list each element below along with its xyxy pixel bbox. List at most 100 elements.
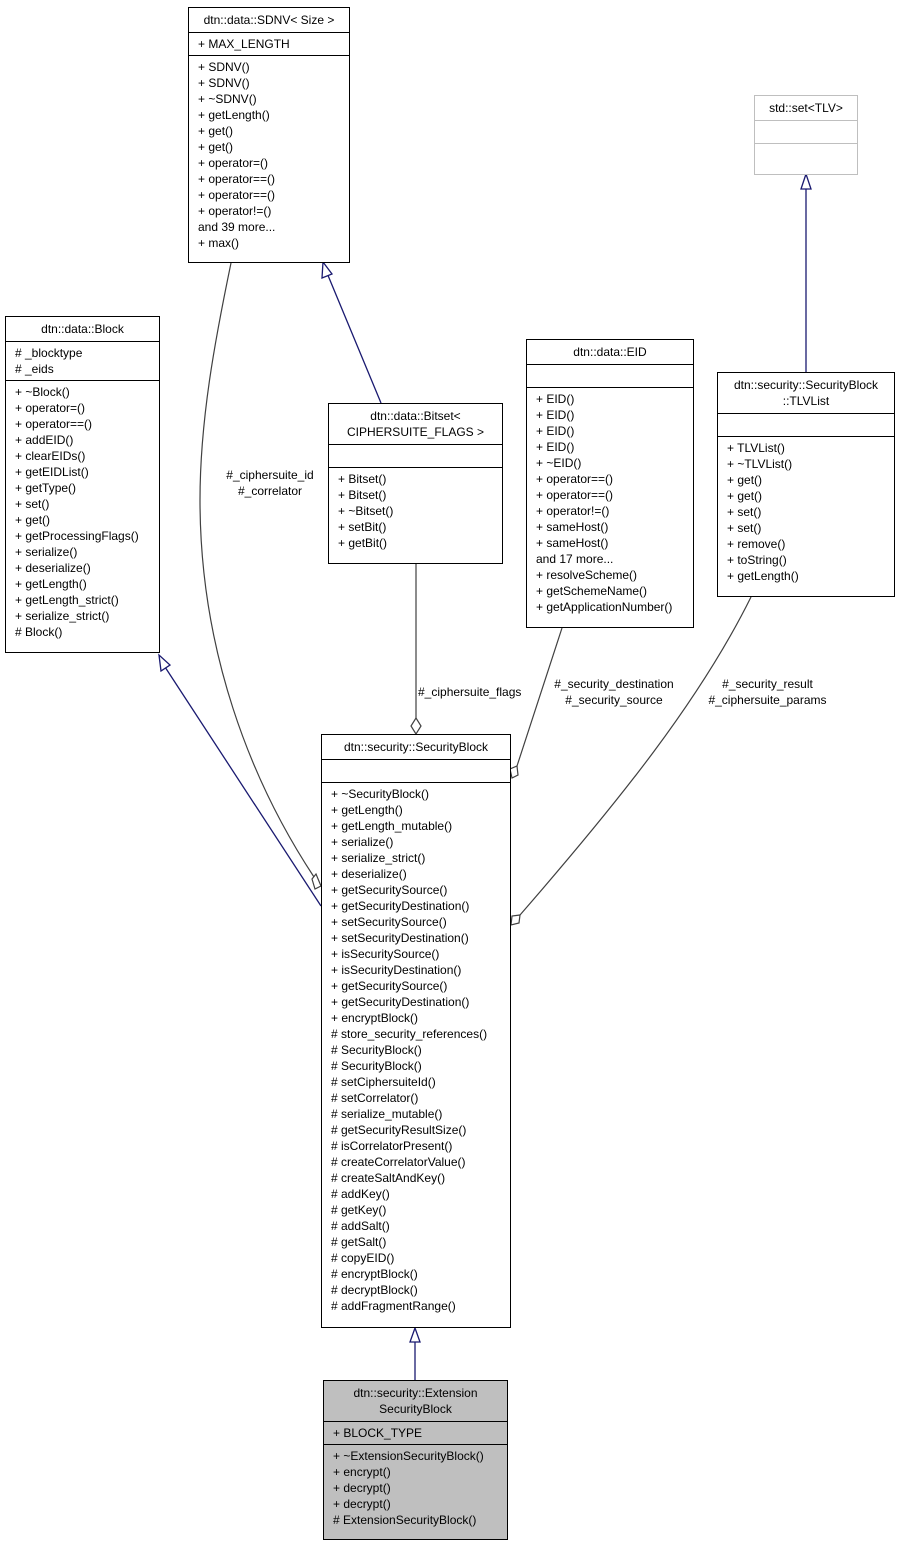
class-member[interactable]: # getSalt()	[331, 1235, 387, 1249]
class-member[interactable]: # addKey()	[331, 1187, 390, 1201]
class-member[interactable]: + operator!=()	[536, 504, 610, 518]
class-member[interactable]: + resolveScheme()	[536, 568, 638, 582]
class-member[interactable]: # _blocktype	[15, 346, 83, 360]
class-member[interactable]: # SecurityBlock()	[331, 1043, 422, 1057]
class-member[interactable]: # setCiphersuiteId()	[331, 1075, 436, 1089]
class-member[interactable]: + operator=()	[15, 401, 86, 415]
class-member[interactable]: # _eids	[15, 362, 54, 376]
class-member[interactable]: + SDNV()	[198, 76, 250, 90]
class-member[interactable]: + get()	[198, 124, 234, 138]
class-member[interactable]: # copyEID()	[331, 1251, 395, 1265]
class-member[interactable]: + deserialize()	[331, 867, 407, 881]
class-box-block[interactable]: dtn::data::Block # _blocktype# _eids + ~…	[5, 316, 160, 653]
class-member[interactable]: + encryptBlock()	[331, 1011, 419, 1025]
class-member[interactable]: + get()	[198, 140, 234, 154]
class-member[interactable]: + Bitset()	[338, 488, 387, 502]
class-member[interactable]: + getSecurityDestination()	[331, 995, 470, 1009]
class-member[interactable]: + remove()	[727, 537, 786, 551]
class-member[interactable]: + getLength()	[331, 803, 403, 817]
class-member[interactable]: + getLength_strict()	[15, 593, 119, 607]
class-box-sdnv[interactable]: dtn::data::SDNV< Size > + MAX_LENGTH + S…	[188, 7, 350, 263]
class-member[interactable]: + decrypt()	[333, 1497, 391, 1511]
class-member[interactable]: # decryptBlock()	[331, 1283, 418, 1297]
class-member[interactable]: + MAX_LENGTH	[198, 37, 290, 51]
class-member[interactable]: # serialize_mutable()	[331, 1107, 443, 1121]
class-member[interactable]: and 39 more...	[198, 220, 276, 234]
class-member[interactable]: + getSecurityDestination()	[331, 899, 470, 913]
class-member[interactable]: + SDNV()	[198, 60, 250, 74]
class-member[interactable]: + serialize()	[331, 835, 394, 849]
class-member[interactable]: + operator==()	[198, 188, 276, 202]
class-member[interactable]: + ~Bitset()	[338, 504, 394, 518]
class-member[interactable]: + EID()	[536, 408, 575, 422]
class-member[interactable]: # createCorrelatorValue()	[331, 1155, 466, 1169]
class-member[interactable]: + operator!=()	[198, 204, 272, 218]
class-member[interactable]: # isCorrelatorPresent()	[331, 1139, 453, 1153]
class-member[interactable]: + set()	[15, 497, 50, 511]
class-member[interactable]: + get()	[15, 513, 51, 527]
class-member[interactable]: + getSecuritySource()	[331, 979, 448, 993]
class-member[interactable]: + deserialize()	[15, 561, 91, 575]
class-member[interactable]: + ~Block()	[15, 385, 70, 399]
class-member[interactable]: + sameHost()	[536, 536, 609, 550]
class-member[interactable]: + setBit()	[338, 520, 387, 534]
class-member[interactable]: + setSecuritySource()	[331, 915, 447, 929]
class-member[interactable]: # getSecurityResultSize()	[331, 1123, 467, 1137]
class-member[interactable]: + getBit()	[338, 536, 388, 550]
class-member[interactable]: + operator==()	[536, 472, 614, 486]
class-member[interactable]: + ~SDNV()	[198, 92, 257, 106]
class-member[interactable]: + get()	[727, 489, 763, 503]
class-member[interactable]: # SecurityBlock()	[331, 1059, 422, 1073]
class-member[interactable]: # getKey()	[331, 1203, 387, 1217]
class-member[interactable]: + serialize_strict()	[331, 851, 426, 865]
class-member[interactable]: + EID()	[536, 424, 575, 438]
class-member[interactable]: + EID()	[536, 392, 575, 406]
class-member[interactable]: + max()	[198, 236, 240, 250]
class-member[interactable]: # addFragmentRange()	[331, 1299, 456, 1313]
class-member[interactable]: + getProcessingFlags()	[15, 529, 139, 543]
class-member[interactable]: + getSecuritySource()	[331, 883, 448, 897]
class-member[interactable]: + getType()	[15, 481, 77, 495]
class-member[interactable]: + TLVList()	[727, 441, 785, 455]
class-member[interactable]: + sameHost()	[536, 520, 609, 534]
class-member[interactable]: + getEIDList()	[15, 465, 89, 479]
class-member[interactable]: # store_security_references()	[331, 1027, 488, 1041]
class-box-tlvlist[interactable]: dtn::security::SecurityBlock ::TLVList +…	[717, 372, 895, 597]
class-member[interactable]: + operator=()	[198, 156, 269, 170]
class-member[interactable]: # Block()	[15, 625, 63, 639]
class-member[interactable]: + set()	[727, 505, 762, 519]
class-member[interactable]: + encrypt()	[333, 1465, 391, 1479]
class-member[interactable]: + addEID()	[15, 433, 74, 447]
class-member[interactable]: + clearEIDs()	[15, 449, 86, 463]
class-member[interactable]: + operator==()	[15, 417, 93, 431]
class-member[interactable]: + get()	[727, 473, 763, 487]
class-member[interactable]: # ExtensionSecurityBlock()	[333, 1513, 477, 1527]
class-member[interactable]: + toString()	[727, 553, 787, 567]
class-member[interactable]: + operator==()	[198, 172, 276, 186]
class-member[interactable]: and 17 more...	[536, 552, 614, 566]
class-member[interactable]: + getApplicationNumber()	[536, 600, 673, 614]
class-member[interactable]: + set()	[727, 521, 762, 535]
class-member[interactable]: + decrypt()	[333, 1481, 391, 1495]
class-member[interactable]: + setSecurityDestination()	[331, 931, 469, 945]
class-member[interactable]: + getSchemeName()	[536, 584, 648, 598]
class-member[interactable]: + ~SecurityBlock()	[331, 787, 430, 801]
class-member[interactable]: # setCorrelator()	[331, 1091, 419, 1105]
class-box-eid[interactable]: dtn::data::EID + EID()+ EID()+ EID()+ EI…	[526, 339, 694, 628]
class-box-extension-security-block[interactable]: dtn::security::Extension SecurityBlock +…	[323, 1380, 508, 1540]
class-member[interactable]: + operator==()	[536, 488, 614, 502]
class-member[interactable]: + ~EID()	[536, 456, 582, 470]
class-member[interactable]: # addSalt()	[331, 1219, 390, 1233]
class-member[interactable]: + ~ExtensionSecurityBlock()	[333, 1449, 484, 1463]
class-member[interactable]: # encryptBlock()	[331, 1267, 418, 1281]
class-member[interactable]: + isSecurityDestination()	[331, 963, 462, 977]
class-member[interactable]: # createSaltAndKey()	[331, 1171, 446, 1185]
class-member[interactable]: + ~TLVList()	[727, 457, 793, 471]
class-member[interactable]: + getLength_mutable()	[331, 819, 453, 833]
class-member[interactable]: + isSecuritySource()	[331, 947, 440, 961]
class-member[interactable]: + getLength()	[727, 569, 799, 583]
class-member[interactable]: + serialize()	[15, 545, 78, 559]
class-member[interactable]: + EID()	[536, 440, 575, 454]
class-box-security-block[interactable]: dtn::security::SecurityBlock + ~Security…	[321, 734, 511, 1328]
class-box-bitset[interactable]: dtn::data::Bitset< CIPHERSUITE_FLAGS > +…	[328, 403, 503, 564]
